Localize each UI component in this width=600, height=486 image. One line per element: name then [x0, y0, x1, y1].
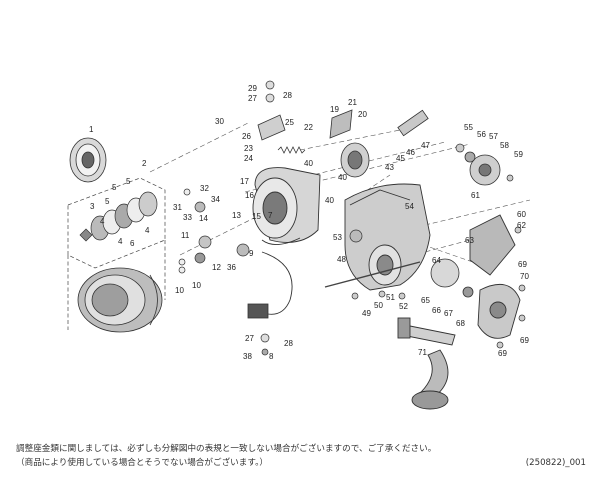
callout-12: 12 — [212, 263, 221, 272]
callout-17: 17 — [240, 177, 249, 186]
small-parts — [178, 80, 526, 356]
rotor-part — [252, 167, 321, 245]
callout-51: 51 — [386, 293, 395, 302]
callout-69: 69 — [498, 349, 507, 358]
bail-arm-part — [247, 109, 353, 319]
callout-labels: 1 2 3 4 4 4 5 5 5 6 7 8 9 10 10 11 12 13… — [89, 84, 529, 361]
callout-49: 49 — [362, 309, 371, 318]
callout-58: 58 — [500, 141, 509, 150]
spool-body-part — [77, 267, 163, 333]
oscillation-gear-part — [430, 258, 474, 298]
side-cover-part — [469, 214, 521, 339]
callout-59: 59 — [514, 150, 523, 159]
callout-6: 6 — [130, 239, 135, 248]
callout-53: 53 — [333, 233, 342, 242]
callout-40: 40 — [325, 196, 334, 205]
callout-32: 32 — [200, 184, 209, 193]
callout-2: 2 — [142, 159, 147, 168]
callout-69: 69 — [518, 260, 527, 269]
callout-26: 26 — [242, 132, 251, 141]
callout-71: 71 — [418, 348, 427, 357]
callout-4: 4 — [100, 217, 105, 226]
callout-5: 5 — [105, 197, 110, 206]
callout-52: 52 — [399, 302, 408, 311]
callout-43: 43 — [385, 163, 394, 172]
callout-15: 15 — [252, 212, 261, 221]
callout-61: 61 — [471, 191, 480, 200]
callout-29: 29 — [248, 84, 257, 93]
callout-57: 57 — [489, 132, 498, 141]
callout-47: 47 — [421, 141, 430, 150]
drag-washer-stack — [79, 191, 158, 242]
callout-56: 56 — [477, 130, 486, 139]
diagram-code: (250822)_001 — [525, 458, 586, 468]
callout-7: 7 — [268, 211, 273, 220]
callout-1: 1 — [89, 125, 94, 134]
callout-46: 46 — [406, 148, 415, 157]
callout-67: 67 — [444, 309, 453, 318]
callout-8: 8 — [269, 352, 274, 361]
callout-10: 10 — [175, 286, 184, 295]
callout-25: 25 — [285, 118, 294, 127]
callout-33: 33 — [183, 213, 192, 222]
callout-68: 68 — [456, 319, 465, 328]
callout-34: 34 — [211, 195, 220, 204]
callout-31: 31 — [173, 203, 182, 212]
callout-21: 21 — [348, 98, 357, 107]
callout-36: 36 — [227, 263, 236, 272]
callout-48: 48 — [337, 255, 346, 264]
callout-54: 54 — [405, 202, 414, 211]
body-frame-part — [344, 183, 431, 291]
main-shaft-part — [324, 261, 421, 288]
callout-5: 5 — [126, 177, 131, 186]
callout-16: 16 — [245, 191, 254, 200]
callout-65: 65 — [421, 296, 430, 305]
callout-45: 45 — [396, 154, 405, 163]
callout-4: 4 — [118, 237, 123, 246]
callout-40: 40 — [304, 159, 313, 168]
callout-40: 40 — [338, 173, 347, 182]
callout-28: 28 — [283, 91, 292, 100]
callout-24: 24 — [244, 154, 253, 163]
callout-27: 27 — [248, 94, 257, 103]
callout-64: 64 — [432, 256, 441, 265]
adjustment-washer-note: 調整座金類に関しましては、必ずしも分解図中の表規と一致しない場合がございますので… — [16, 444, 437, 454]
callout-9: 9 — [249, 249, 254, 258]
spool-drag-kit-outline — [67, 177, 166, 330]
handle-part — [397, 317, 456, 410]
callout-70: 70 — [520, 272, 529, 281]
callout-23: 23 — [244, 144, 253, 153]
callout-5: 5 — [112, 183, 117, 192]
spring-part — [277, 146, 306, 154]
callout-69: 69 — [520, 336, 529, 345]
callout-30: 30 — [215, 117, 224, 126]
callout-28: 28 — [284, 339, 293, 348]
spool-cap-part — [69, 137, 107, 183]
callout-14: 14 — [199, 214, 208, 223]
callout-13: 13 — [232, 211, 241, 220]
callout-38: 38 — [243, 352, 252, 361]
callout-22: 22 — [304, 123, 313, 132]
callout-11: 11 — [181, 231, 190, 240]
callout-55: 55 — [464, 123, 473, 132]
callout-63: 63 — [465, 236, 474, 245]
callout-27: 27 — [245, 334, 254, 343]
callout-19: 19 — [330, 105, 339, 114]
callout-4: 4 — [145, 226, 150, 235]
callout-20: 20 — [358, 110, 367, 119]
callout-10: 10 — [192, 281, 201, 290]
callout-60: 60 — [517, 210, 526, 219]
callout-66: 66 — [432, 306, 441, 315]
product-usage-note: （商品により使用している場合とそうでない場合がございます。） — [16, 458, 268, 468]
drive-gear-part — [464, 151, 501, 186]
callout-3: 3 — [90, 202, 95, 211]
pinion-gear-part — [340, 109, 429, 178]
callout-62: 62 — [517, 221, 526, 230]
callout-50: 50 — [374, 301, 383, 310]
